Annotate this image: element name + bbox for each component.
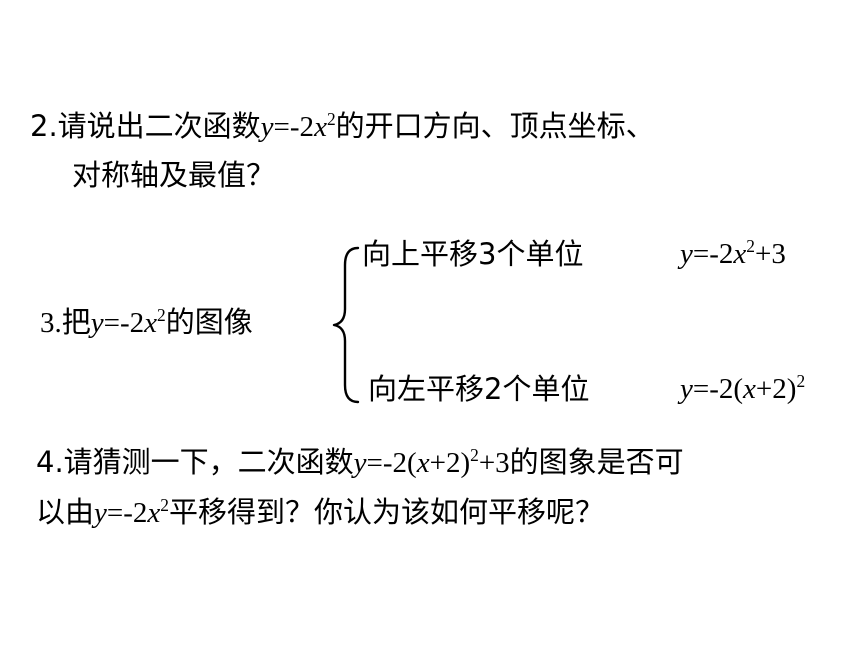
q4-tail: +3	[478, 447, 510, 479]
q4-mid: +2)	[429, 447, 471, 479]
q3-prefix: 3.把	[40, 307, 91, 339]
up-var-y: y	[680, 238, 693, 270]
question-2-line-1: 2.请说出二次函数y=-2x2的开口方向、顶点坐标、	[30, 108, 655, 145]
left-tail: +2)	[755, 373, 797, 405]
q4-line2-var-y: y	[94, 497, 107, 529]
question-3-stem: 3.把y=-2x2的图像	[40, 304, 253, 341]
up-var-x: x	[733, 238, 747, 270]
question-4-line-2: 以由y=-2x2平移得到？你认为该如何平移呢？	[36, 494, 604, 531]
q2-var-y: y	[260, 111, 274, 143]
left-var-x: x	[743, 373, 756, 405]
q4-exponent: 2	[470, 445, 479, 466]
shift-up-label: 向上平移3个单位	[362, 237, 584, 271]
q4-line2-prefix: 以由	[36, 495, 95, 529]
q4-line2-suffix: 平移得到？你认为该如何平移呢？	[168, 495, 604, 529]
q4-line2-var-x: x	[147, 497, 161, 529]
q4-line2-eq: =-2	[106, 497, 148, 529]
up-eq: =-2	[692, 238, 734, 270]
q2-prefix: 2.请说出二次函数	[30, 109, 261, 143]
q2-suffix: 的开口方向、顶点坐标、	[335, 109, 655, 143]
question-4-line-1: 4.请猜测一下，二次函数y=-2(x+2)2+3的图象是否可	[36, 444, 684, 481]
left-exponent: 2	[796, 371, 806, 392]
up-exponent: 2	[746, 236, 755, 257]
q4-line2-exponent: 2	[160, 495, 169, 516]
q2-var-x: x	[314, 111, 327, 143]
q4-var-y: y	[353, 447, 367, 479]
q3-var-y: y	[90, 307, 104, 339]
q4-eq: =-2(	[366, 447, 417, 479]
q2-eq: =-2	[273, 111, 315, 143]
q3-var-x: x	[144, 307, 158, 339]
up-tail: +3	[754, 238, 786, 270]
shift-up-result: y=-2x2+3	[680, 236, 786, 272]
shift-left-result: y=-2(x+2)2	[680, 371, 805, 407]
q4-var-x: x	[416, 447, 430, 479]
left-eq: =-2(	[692, 373, 744, 405]
q3-suffix: 的图像	[165, 305, 253, 339]
q3-exponent: 2	[157, 305, 166, 326]
left-var-y: y	[680, 373, 693, 405]
question-2-line-2: 对称轴及最值？	[72, 158, 276, 192]
q3-eq: =-2	[103, 307, 145, 339]
q2-exponent: 2	[326, 109, 336, 130]
q4-suffix: 的图象是否可	[509, 445, 684, 479]
shift-left-label: 向左平移2个单位	[368, 372, 590, 406]
curly-brace	[332, 246, 360, 404]
q4-prefix: 4.请猜测一下，二次函数	[36, 445, 354, 479]
